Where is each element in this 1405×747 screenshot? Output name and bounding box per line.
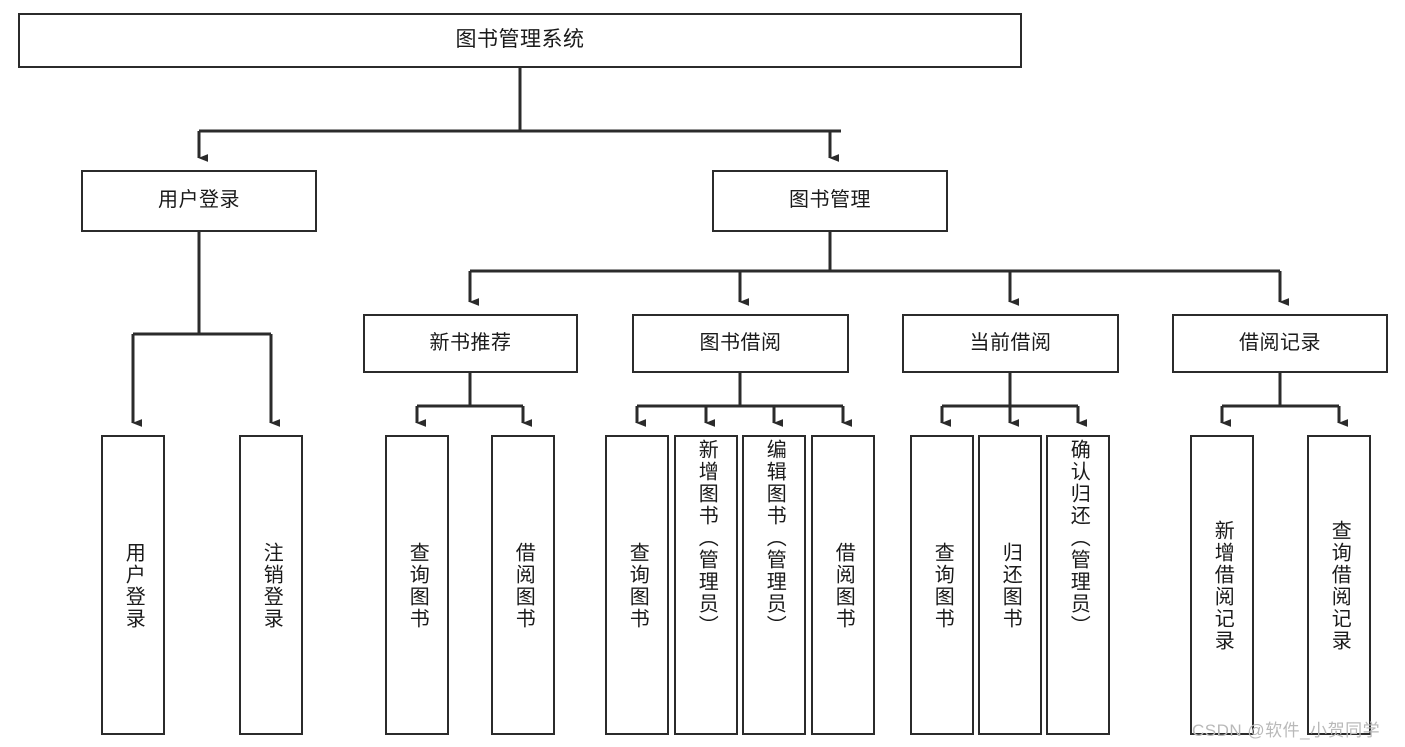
- node-label: 归还图书: [999, 542, 1022, 630]
- node-label: 新书推荐: [429, 331, 512, 354]
- leaf-current-borrow-query-books[interactable]: 查询图书: [910, 435, 974, 735]
- node-label: 查询图书: [931, 542, 954, 630]
- leaf-book-borrow-add-book-admin[interactable]: 新增图书（管理员）: [674, 435, 738, 735]
- leaf-current-borrow-return-books[interactable]: 归还图书: [978, 435, 1042, 735]
- node-label: 当前借阅: [969, 331, 1052, 354]
- leaf-book-borrow-borrow-books[interactable]: 借阅图书: [811, 435, 875, 735]
- node-label: 图书管理: [789, 189, 871, 212]
- node-label: 用户登录: [122, 542, 145, 630]
- node-label: 图书借阅: [699, 331, 782, 354]
- node-label: 查询图书: [626, 542, 649, 630]
- node-book-management[interactable]: 图书管理: [712, 170, 948, 232]
- node-borrow-records[interactable]: 借阅记录: [1172, 314, 1388, 373]
- node-label: 新增图书（管理员）: [695, 439, 718, 637]
- node-label: 查询图书: [406, 542, 429, 630]
- node-label: 借阅图书: [512, 542, 535, 630]
- leaf-current-borrow-confirm-return-admin[interactable]: 确认归还（管理员）: [1046, 435, 1110, 735]
- node-label: 查询借阅记录: [1328, 520, 1351, 652]
- leaf-book-borrow-query-books[interactable]: 查询图书: [605, 435, 669, 735]
- leaf-user-login-login[interactable]: 用户登录: [101, 435, 165, 735]
- leaf-borrow-record-add-record[interactable]: 新增借阅记录: [1190, 435, 1254, 735]
- node-label: 图书管理系统: [455, 28, 585, 52]
- leaf-user-login-logout[interactable]: 注销登录: [239, 435, 303, 735]
- leaf-new-book-borrow-books[interactable]: 借阅图书: [491, 435, 555, 735]
- node-label: 编辑图书（管理员）: [763, 439, 786, 637]
- leaf-new-book-query-books[interactable]: 查询图书: [385, 435, 449, 735]
- node-label: 新增借阅记录: [1211, 520, 1234, 652]
- node-current-borrowing[interactable]: 当前借阅: [902, 314, 1119, 373]
- node-root-book-management-system[interactable]: 图书管理系统: [18, 13, 1022, 68]
- node-label: 用户登录: [158, 189, 240, 212]
- leaf-borrow-record-query-record[interactable]: 查询借阅记录: [1307, 435, 1371, 735]
- node-book-borrowing[interactable]: 图书借阅: [632, 314, 849, 373]
- node-label: 确认归还（管理员）: [1067, 439, 1090, 637]
- node-label: 借阅图书: [832, 542, 855, 630]
- node-label: 注销登录: [260, 542, 283, 630]
- node-user-login[interactable]: 用户登录: [81, 170, 317, 232]
- leaf-book-borrow-edit-book-admin[interactable]: 编辑图书（管理员）: [742, 435, 806, 735]
- node-new-book-recommendation[interactable]: 新书推荐: [363, 314, 578, 373]
- node-label: 借阅记录: [1239, 331, 1321, 354]
